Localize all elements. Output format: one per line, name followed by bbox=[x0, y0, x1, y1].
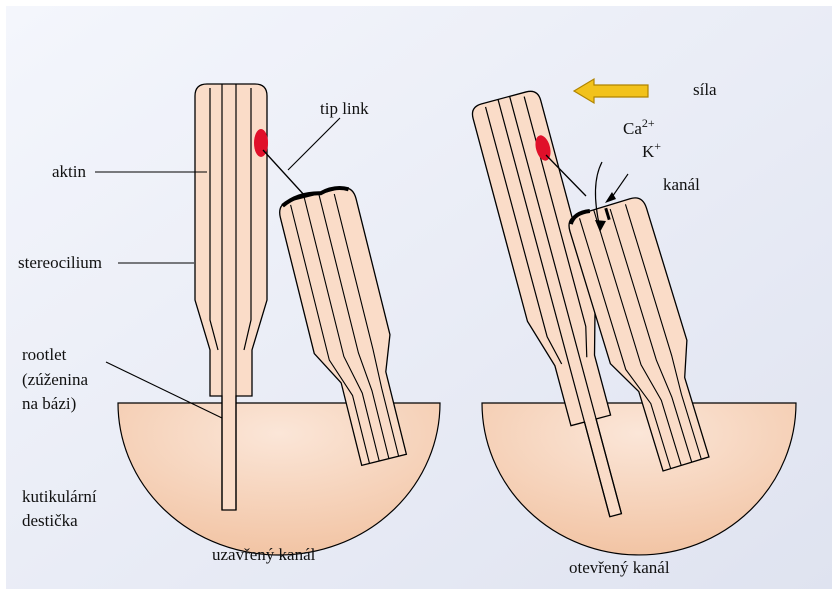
ion-calcium-charge: 2+ bbox=[642, 116, 655, 130]
ion-potassium-symbol: K bbox=[642, 142, 655, 161]
label-rootlet: rootlet bbox=[22, 345, 67, 364]
ion-potassium-charge: + bbox=[654, 139, 661, 153]
label-tip-link: tip link bbox=[320, 99, 369, 118]
label-cuticular: kutikulární bbox=[22, 487, 97, 506]
label-aktin: aktin bbox=[52, 162, 86, 181]
label-stereocilium: stereocilium bbox=[18, 253, 102, 272]
label-rootlet-base: na bázi) bbox=[22, 394, 76, 413]
label-rootlet-constriction: (zúženina bbox=[22, 370, 89, 389]
caption-open-channel: otevřený kanál bbox=[569, 558, 670, 577]
label-plate: destička bbox=[22, 511, 78, 530]
label-force: síla bbox=[693, 80, 717, 99]
caption-closed-channel: uzavřený kanál bbox=[212, 545, 316, 564]
ion-calcium-symbol: Ca bbox=[623, 119, 642, 138]
label-channel: kanál bbox=[663, 175, 700, 194]
